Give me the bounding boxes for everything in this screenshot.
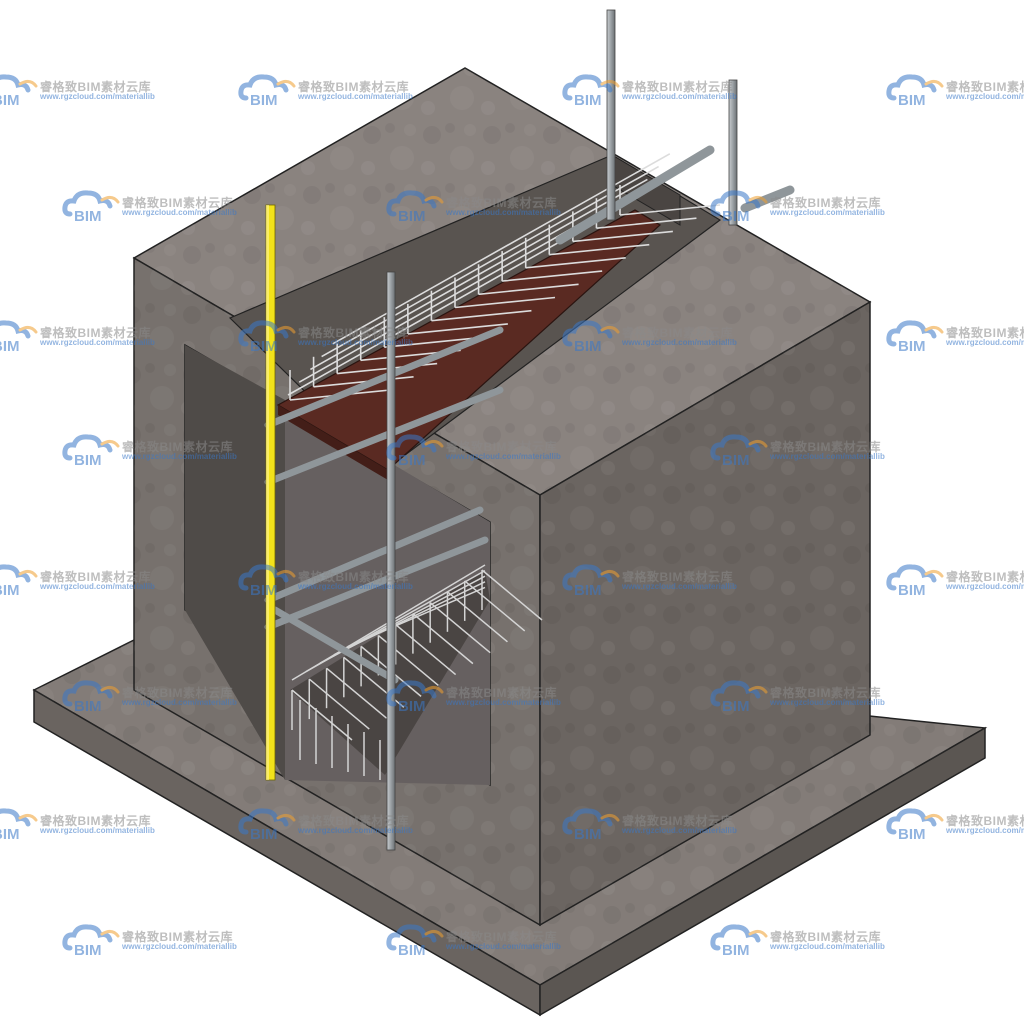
vertical-steel-pipes — [386, 9, 738, 851]
grounding-rod — [265, 204, 276, 781]
horizontal-steel-tubes — [264, 145, 795, 684]
